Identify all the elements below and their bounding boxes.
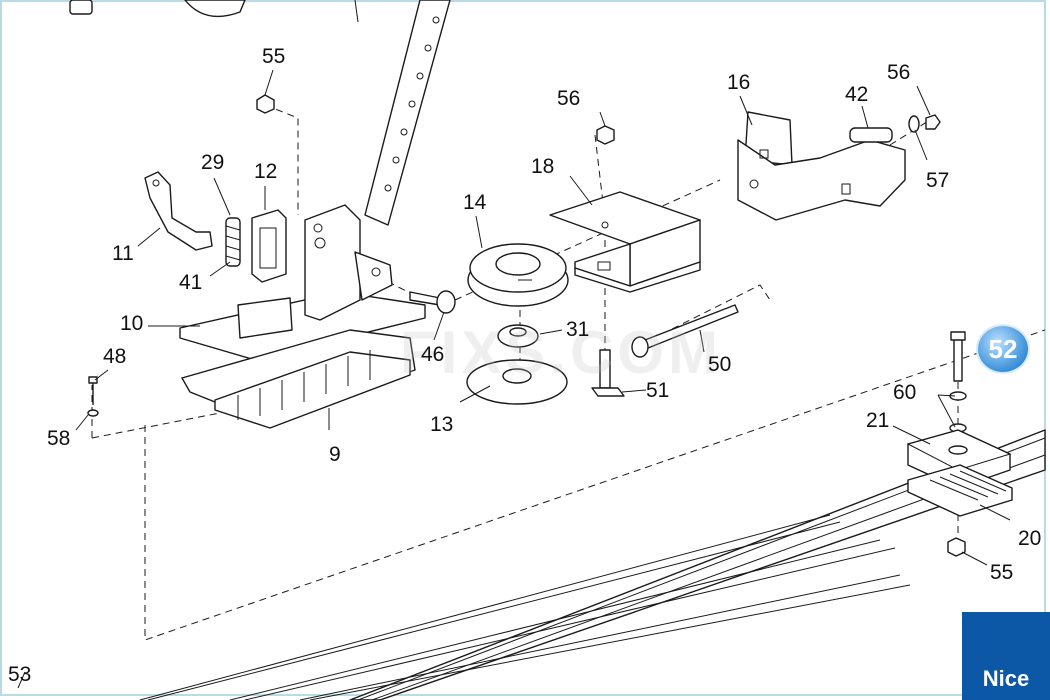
top-partial-parts [69, 0, 359, 23]
bolt-51 [591, 349, 625, 397]
callout-46: 46 [421, 343, 445, 366]
callout-53: 53 [8, 663, 32, 686]
bracket-18 [549, 191, 701, 293]
watermark: FIXS.COM [400, 319, 723, 386]
callout-58: 58 [47, 427, 71, 450]
callout-56-mid: 56 [557, 87, 581, 110]
toothed-plate-20 [907, 464, 1013, 517]
callout-20: 20 [1018, 527, 1042, 550]
highlighted-callout-52: 52 [978, 326, 1028, 372]
screw-46 [409, 290, 456, 314]
callout-12: 12 [254, 160, 278, 183]
callout-56-right: 56 [887, 61, 911, 84]
screw-48 [87, 376, 99, 417]
callout-42: 42 [845, 83, 869, 106]
bracket-16-assembly [737, 111, 941, 221]
callout-50: 50 [708, 353, 732, 376]
brand-logo: Nice [962, 612, 1050, 700]
callout-31: 31 [566, 318, 590, 341]
carriage-assembly [179, 204, 426, 429]
rail-assembly [139, 429, 1046, 700]
callout-29: 29 [201, 151, 225, 174]
callout-10: 10 [120, 312, 144, 335]
callout-60: 60 [893, 381, 917, 404]
callout-51: 51 [646, 379, 670, 402]
pulley-assembly [466, 243, 569, 405]
callout-leaders [17, 69, 1011, 689]
bolt-50 [631, 304, 739, 358]
nut-56-mid [596, 125, 615, 145]
nut-55-bottom [947, 537, 966, 557]
brand-logo-text: Nice [982, 666, 1030, 691]
callout-16: 16 [727, 71, 751, 94]
callout-55-bottom: 55 [990, 561, 1014, 584]
callout-21: 21 [866, 409, 890, 432]
perforated-strap [364, 0, 451, 226]
callout-57: 57 [926, 169, 950, 192]
callout-11: 11 [112, 242, 134, 265]
callout-55-top: 55 [262, 45, 286, 68]
callout-18: 18 [531, 155, 555, 178]
callout-48: 48 [103, 345, 127, 368]
callout-41: 41 [179, 271, 203, 294]
nut-55-top [256, 94, 275, 114]
screw-52-assembly [949, 331, 967, 433]
lever-release-parts [144, 171, 287, 283]
callout-9: 9 [329, 443, 341, 466]
callout-14: 14 [463, 191, 487, 214]
callout-13: 13 [430, 413, 454, 436]
